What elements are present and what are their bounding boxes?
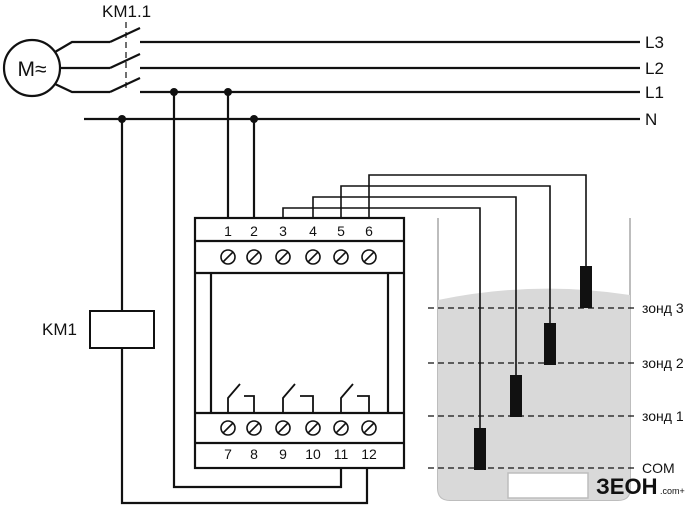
probe-3-label: зонд 3 bbox=[642, 300, 684, 316]
wire-terminal-4-probe-1 bbox=[312, 196, 517, 375]
terminal-label-2: 2 bbox=[250, 223, 258, 239]
terminal-label-9: 9 bbox=[279, 446, 287, 462]
motor-wire-l3 bbox=[54, 40, 110, 53]
terminal-label-6: 6 bbox=[365, 223, 373, 239]
contact-l1 bbox=[109, 77, 141, 93]
watermark-brand: ЗЕОН bbox=[596, 474, 657, 499]
coil-label: KM1 bbox=[42, 320, 77, 339]
watermark-logo: ЗЕОН .com+ bbox=[596, 474, 685, 499]
probe-1 bbox=[510, 375, 522, 417]
terminal-label-8: 8 bbox=[250, 446, 258, 462]
line-n-label: N bbox=[645, 110, 657, 129]
motor-wire-l1 bbox=[54, 83, 110, 94]
probe-1-label: зонд 1 bbox=[642, 408, 684, 424]
probe-3 bbox=[580, 266, 592, 308]
tank-outlet bbox=[507, 472, 589, 499]
contact-l3 bbox=[109, 27, 141, 43]
contact-l2 bbox=[109, 53, 141, 69]
line-l2-label: L2 bbox=[645, 59, 664, 78]
relay-contacts bbox=[227, 383, 370, 413]
terminal-screws-top bbox=[220, 249, 377, 265]
terminal-label-7: 7 bbox=[224, 446, 232, 462]
watermark-sub: .com+ bbox=[660, 486, 685, 496]
wire-terminal-3-com bbox=[282, 207, 481, 428]
terminal-label-3: 3 bbox=[279, 223, 287, 239]
line-l3-label: L3 bbox=[645, 33, 664, 52]
terminal-label-1: 1 bbox=[224, 223, 232, 239]
wire-l1-terminal-11 bbox=[172, 92, 343, 489]
contactor-label: KM1.1 bbox=[102, 2, 151, 21]
coil-km1 bbox=[89, 310, 155, 349]
com-label: COM bbox=[642, 460, 675, 476]
terminal-screws-bottom bbox=[220, 420, 377, 436]
terminal-label-4: 4 bbox=[309, 223, 317, 239]
terminal-label-5: 5 bbox=[337, 223, 345, 239]
terminal-label-10: 10 bbox=[305, 446, 321, 462]
wire-terminal-5-probe-2 bbox=[340, 185, 551, 323]
probe-2 bbox=[544, 323, 556, 365]
probe-com bbox=[474, 428, 486, 470]
motor-label: M≈ bbox=[17, 58, 46, 81]
terminal-label-12: 12 bbox=[361, 446, 377, 462]
wire-coil-terminal-12 bbox=[120, 348, 369, 505]
probe-2-label: зонд 2 bbox=[642, 355, 684, 371]
terminal-label-11: 11 bbox=[334, 446, 349, 462]
wire-terminal-6-probe-3 bbox=[368, 174, 587, 266]
line-l1-label: L1 bbox=[645, 83, 664, 102]
